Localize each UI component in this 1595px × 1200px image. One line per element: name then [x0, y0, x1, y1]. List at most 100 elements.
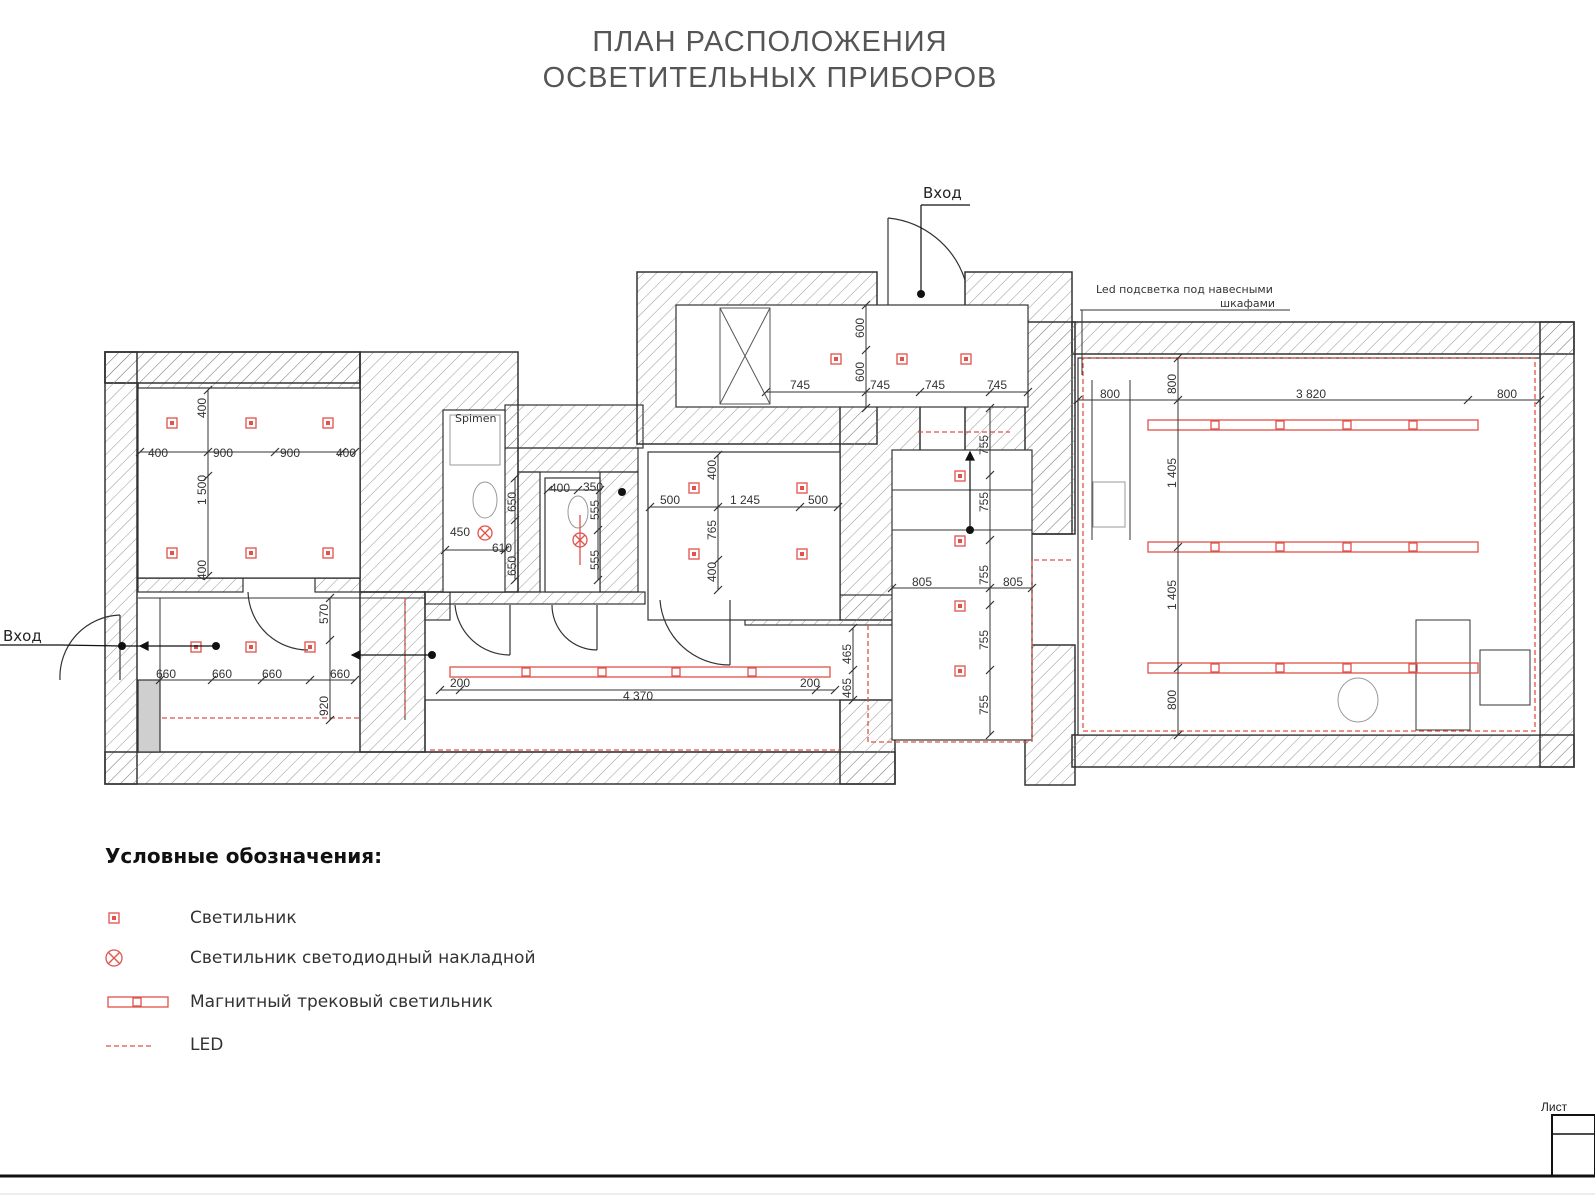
track-spot-icon — [521, 667, 531, 677]
led-note-line1: Led подсветка под навесными — [1096, 283, 1273, 296]
svg-text:1 245: 1 245 — [730, 493, 760, 507]
track-spot-icon — [1342, 663, 1352, 673]
track-spot-icon — [597, 667, 607, 677]
sanitary — [449, 414, 1379, 723]
entrance-left-label: Вход — [3, 627, 42, 645]
track-spot-icon — [671, 667, 681, 677]
svg-text:610: 610 — [492, 541, 512, 555]
svg-text:660: 660 — [262, 667, 282, 681]
track-rail — [1147, 662, 1479, 674]
svg-text:200: 200 — [800, 676, 820, 690]
track-spot-icon — [1210, 542, 1220, 552]
ceiling-lamp-icon — [245, 641, 257, 653]
svg-text:500: 500 — [660, 493, 680, 507]
svg-text:400: 400 — [195, 560, 209, 580]
led-surface-light-icon — [105, 949, 123, 967]
track-rail — [1147, 419, 1479, 431]
svg-text:3 820: 3 820 — [1296, 387, 1326, 401]
switch-wires — [0, 204, 975, 660]
svg-text:400: 400 — [148, 446, 168, 460]
track-spot-icon — [1408, 542, 1418, 552]
svg-text:805: 805 — [1003, 575, 1023, 589]
track-spot-icon — [1342, 542, 1352, 552]
svg-text:600: 600 — [853, 362, 867, 382]
svg-text:400: 400 — [705, 562, 719, 582]
track-spot-icon — [1342, 420, 1352, 430]
sheet-label: Лист — [1541, 1100, 1568, 1114]
svg-text:755: 755 — [977, 695, 991, 715]
svg-text:570: 570 — [317, 604, 331, 624]
track-spot-icon — [1408, 420, 1418, 430]
track-spot-icon — [747, 667, 757, 677]
svg-text:4 370: 4 370 — [623, 689, 653, 703]
svg-text:900: 900 — [280, 446, 300, 460]
track-spot-icon — [1275, 542, 1285, 552]
svg-text:400: 400 — [336, 446, 356, 460]
plan-title-line1: ПЛАН РАСПОЛОЖЕНИЯ — [592, 26, 948, 58]
svg-text:555: 555 — [588, 550, 602, 570]
svg-text:450: 450 — [450, 525, 470, 539]
svg-text:1 405: 1 405 — [1165, 580, 1179, 610]
svg-text:465: 465 — [840, 678, 854, 698]
svg-text:465: 465 — [840, 644, 854, 664]
svg-text:800: 800 — [1497, 387, 1517, 401]
sheet-frame — [0, 1114, 1595, 1195]
svg-text:660: 660 — [330, 667, 350, 681]
legend-item-led: LED — [190, 1035, 224, 1055]
wardrobe — [719, 307, 771, 405]
led-surface-lights — [477, 515, 588, 565]
svg-text:400: 400 — [195, 398, 209, 418]
svg-text:805: 805 — [912, 575, 932, 589]
svg-text:755: 755 — [977, 565, 991, 585]
dimension-labels: 400 900 900 400 400 1 500 400 570 920 66… — [148, 318, 1517, 716]
svg-text:755: 755 — [977, 492, 991, 512]
legend-title: Условные обозначения: — [105, 844, 383, 868]
track-spot-icon — [1275, 420, 1285, 430]
svg-text:745: 745 — [870, 378, 890, 392]
svg-text:650: 650 — [505, 492, 519, 512]
track-spot-icon — [1408, 663, 1418, 673]
square-light-icon — [108, 912, 120, 924]
svg-text:400: 400 — [550, 481, 570, 495]
svg-text:650: 650 — [505, 556, 519, 576]
dimension-lines — [140, 305, 1540, 735]
bath-mark: Spimen — [455, 412, 497, 425]
doors — [59, 217, 966, 681]
svg-text:800: 800 — [1165, 374, 1179, 394]
track-spot-icon — [1210, 420, 1220, 430]
legend-item-led-surface: Светильник светодиодный накладной — [190, 948, 536, 968]
led-strips — [162, 357, 1536, 751]
plan-title-line2: ОСВЕТИТЕЛЬНЫХ ПРИБОРОВ — [542, 62, 998, 94]
svg-text:920: 920 — [317, 696, 331, 716]
magnetic-track-icon — [107, 996, 169, 1008]
svg-text:745: 745 — [987, 378, 1007, 392]
svg-text:755: 755 — [977, 435, 991, 455]
legend-symbols — [105, 912, 169, 1047]
svg-text:765: 765 — [705, 520, 719, 540]
legend-item-track: Магнитный трековый светильник — [190, 992, 493, 1012]
ceiling-lamp-icon — [190, 641, 202, 653]
svg-text:200: 200 — [450, 676, 470, 690]
entrance-top-label: Вход — [923, 184, 962, 202]
svg-text:600: 600 — [853, 318, 867, 338]
svg-text:900: 900 — [213, 446, 233, 460]
svg-text:400: 400 — [705, 460, 719, 480]
track-spot-icon — [1210, 663, 1220, 673]
svg-text:555: 555 — [588, 500, 602, 520]
svg-text:800: 800 — [1100, 387, 1120, 401]
track-spot-icon — [1275, 663, 1285, 673]
magnetic-track-lights — [449, 419, 1479, 678]
svg-text:350: 350 — [583, 480, 603, 494]
led-note-line2: шкафами — [1220, 297, 1275, 310]
switch-points — [118, 290, 974, 659]
track-rail — [449, 666, 831, 678]
svg-text:745: 745 — [925, 378, 945, 392]
svg-text:745: 745 — [790, 378, 810, 392]
svg-text:755: 755 — [977, 630, 991, 650]
svg-text:800: 800 — [1165, 690, 1179, 710]
legend-item-light: Светильник — [190, 908, 297, 928]
svg-text:500: 500 — [808, 493, 828, 507]
svg-text:660: 660 — [212, 667, 232, 681]
svg-text:1 405: 1 405 — [1165, 458, 1179, 488]
